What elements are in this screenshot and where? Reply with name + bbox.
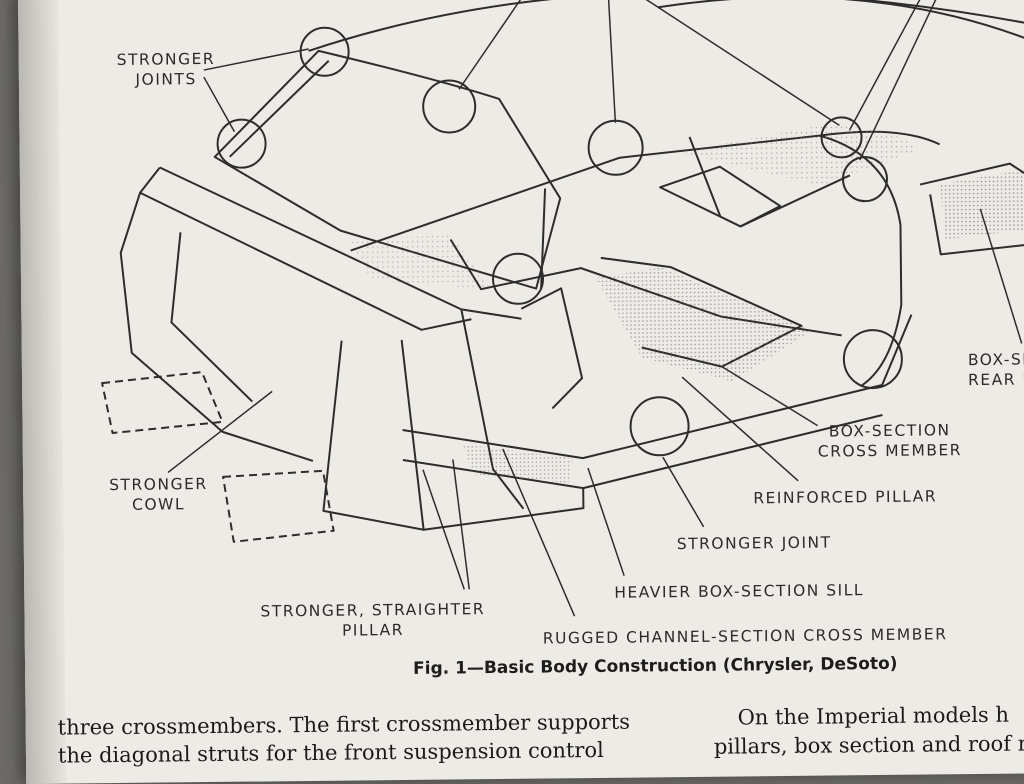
callout-line: COWL	[131, 495, 186, 514]
callout-stronger-joints: STRONGER JOINTS	[117, 49, 216, 90]
body-construction-illustration	[101, 0, 1024, 617]
package-shelf-shading	[679, 125, 920, 186]
callout-line: JOINTS	[135, 70, 197, 89]
body-text-left-line-1: three crossmembers. The first crossmembe…	[57, 709, 631, 740]
callout-rugged-channel-cross-member: RUGGED CHANNEL-SECTION CROSS MEMBER	[542, 625, 948, 648]
callout-line: STRONGER, STRAIGHTER	[260, 600, 486, 621]
callout-stronger-joint: STRONGER JOINT	[676, 533, 832, 554]
callout-line: CROSS MEMBER	[817, 441, 963, 461]
cross-member-shading	[462, 444, 573, 484]
callout-stronger-straighter-pillar: STRONGER, STRAIGHTER PILLAR	[260, 599, 485, 641]
callout-leader-lines	[167, 0, 1023, 617]
callout-reinforced-pillar: REINFORCED PILLAR	[753, 487, 938, 508]
floor-shading	[596, 267, 812, 382]
callout-stronger-cowl: STRONGER COWL	[109, 474, 208, 515]
callout-line: STRONGER	[109, 475, 208, 495]
callout-line: REAR F	[968, 370, 1024, 390]
callout-line: BOX-SEC	[967, 350, 1024, 370]
callout-box-section-cross-member: BOX-SECTION CROSS MEMBER	[818, 420, 963, 462]
callout-line: STRONGER	[116, 49, 216, 69]
callout-line: PILLAR	[341, 620, 405, 640]
body-text-left-line-2: the diagonal struts for the front suspen…	[57, 737, 604, 768]
callout-heavier-box-section-sill: HEAVIER BOX-SECTION SILL	[614, 581, 865, 602]
callout-line: BOX-SECTION	[828, 421, 951, 441]
body-text-right-line-2: pillars, box section and roof r	[713, 731, 1024, 759]
dash-shading	[350, 234, 492, 290]
book-page: STRONGER JOINTS STRONGER COWL STRONGER, …	[18, 0, 1024, 784]
callout-box-section-rear-partial: BOX-SEC REAR F	[968, 349, 1024, 390]
rear-box-shading	[940, 168, 1024, 240]
detail-circles	[216, 26, 903, 457]
body-text-right-line-1: On the Imperial models h	[737, 702, 1010, 730]
